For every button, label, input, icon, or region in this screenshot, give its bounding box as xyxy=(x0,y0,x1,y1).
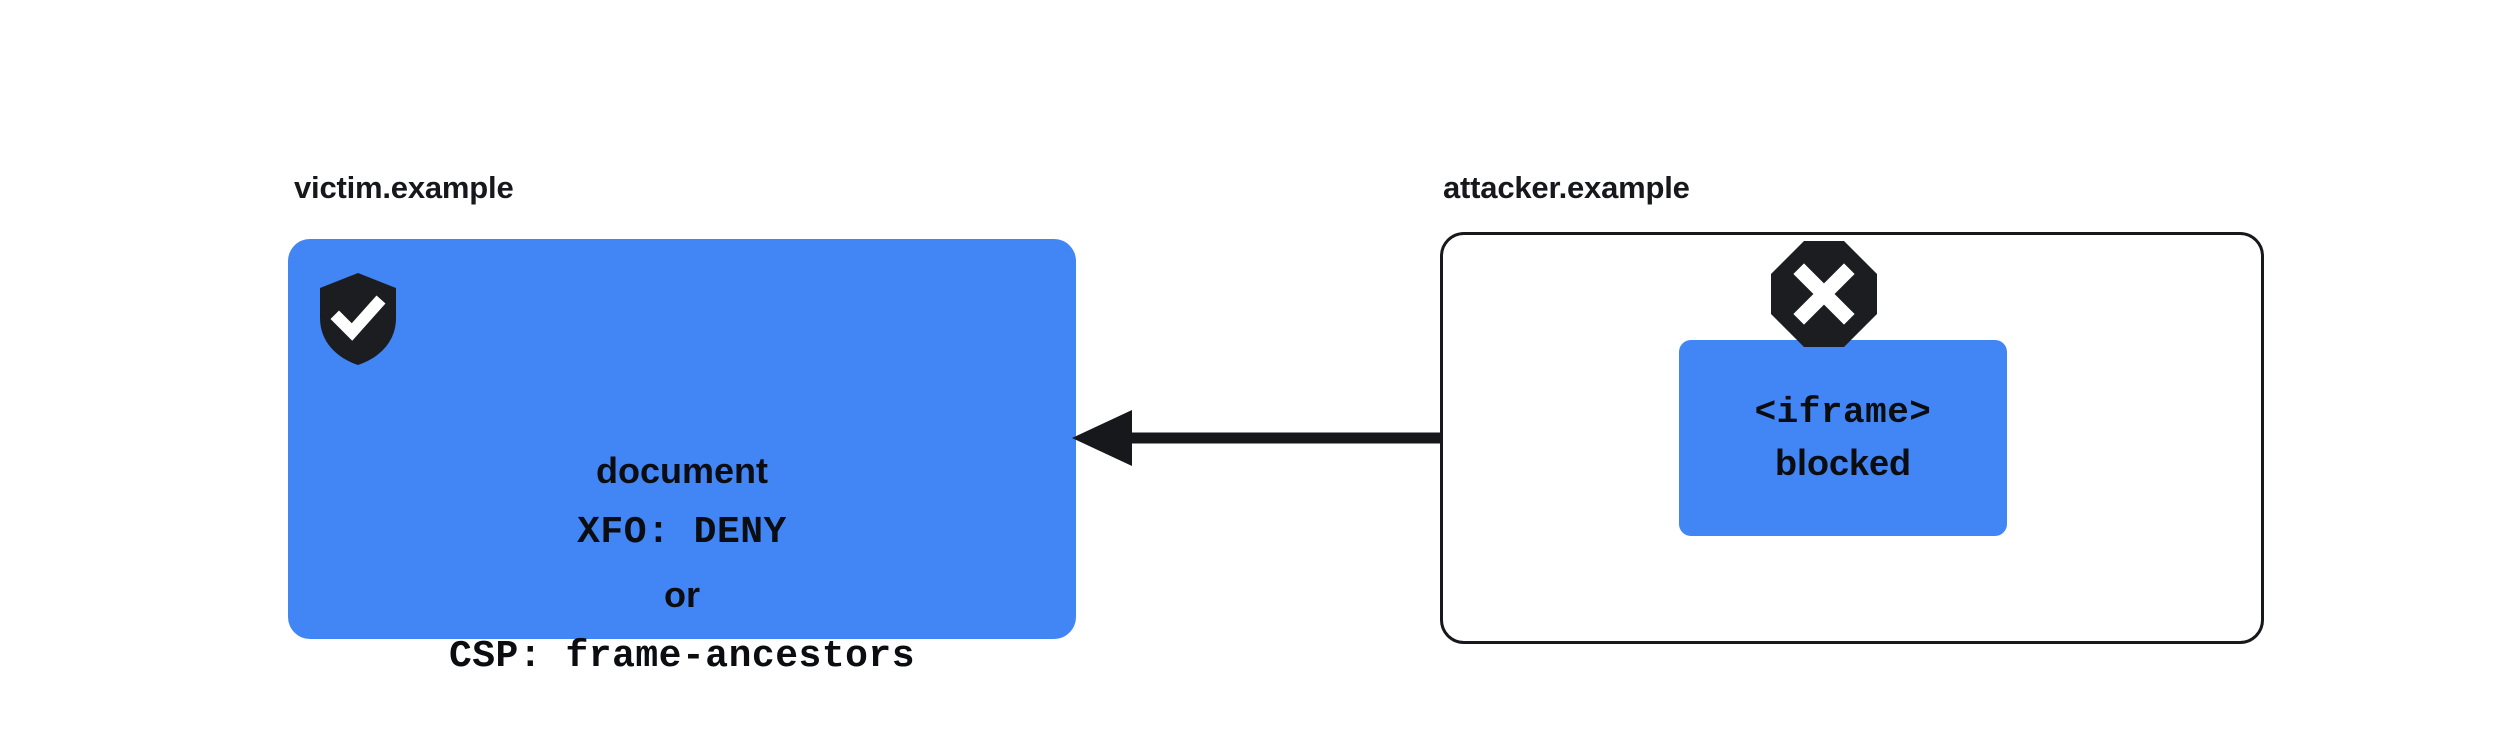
attacker-iframe-box: <iframe> blocked xyxy=(1679,340,2007,536)
victim-line-2: or xyxy=(664,574,700,615)
victim-line-0: document xyxy=(595,450,768,491)
octagon-x-icon xyxy=(1768,238,1880,350)
victim-document-panel: document XFO: DENY or CSP: frame-ancesto… xyxy=(288,239,1076,678)
victim-line-3: CSP: frame-ancestors xyxy=(448,635,916,678)
victim-policy-text: document XFO: DENY or CSP: frame-ancesto… xyxy=(288,440,1076,688)
attacker-iframe-text: <iframe> blocked xyxy=(1679,388,2007,488)
attacker-origin-label: attacker.example xyxy=(1443,170,1690,205)
victim-line-1: XFO: DENY xyxy=(577,511,787,554)
iframe-line-1: blocked xyxy=(1774,442,1912,483)
shield-check-icon xyxy=(316,271,400,367)
iframe-line-0: <iframe> xyxy=(1754,392,1932,433)
victim-origin-label: victim.example xyxy=(294,170,514,205)
